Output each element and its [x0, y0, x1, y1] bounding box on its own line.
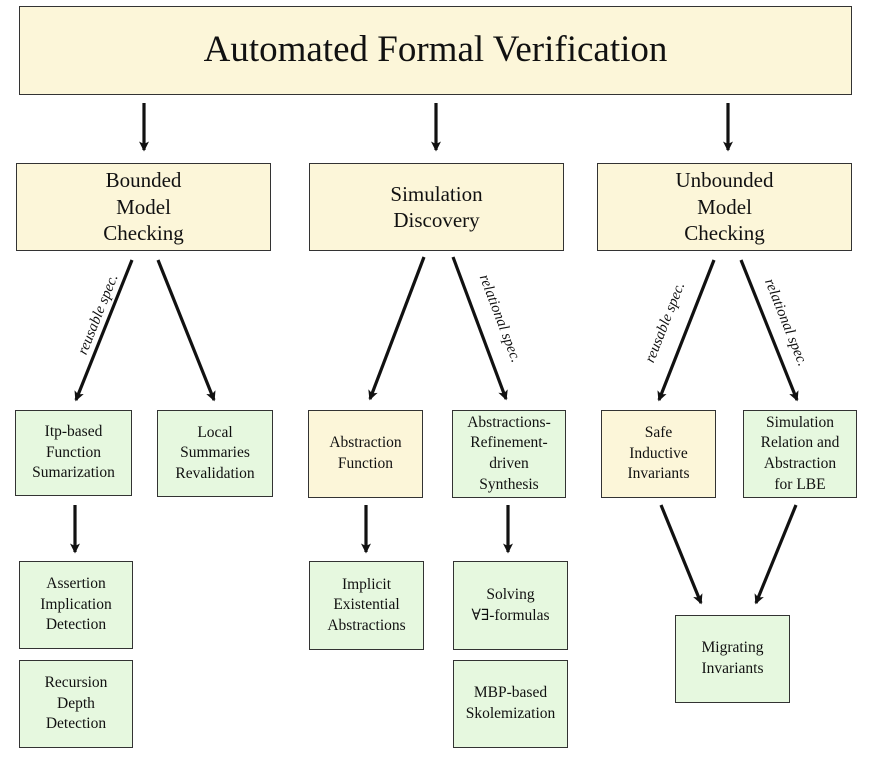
- bmc-box: Bounded Model Checking: [16, 163, 271, 251]
- absfun-box: Abstraction Function: [308, 410, 423, 498]
- assert-box: Assertion Implication Detection: [19, 561, 133, 649]
- ubmc-box: Unbounded Model Checking: [597, 163, 852, 251]
- edge-label-relational-sim: relational spec.: [476, 272, 524, 364]
- ards-label: Abstractions- Refinement- driven Synthes…: [467, 413, 551, 493]
- arrow-sim-to-ards: [451, 256, 508, 401]
- arrow-safe-to-migrating: [659, 504, 703, 605]
- migrating-box: Migrating Invariants: [675, 615, 790, 703]
- absfun-label: Abstraction Function: [329, 434, 402, 472]
- arrow-sim-to-absfun: [368, 256, 426, 401]
- implicit-box: Implicit Existential Abstractions: [309, 561, 424, 650]
- page-title: Automated Formal Verification: [203, 29, 668, 71]
- implicit-label: Implicit Existential Abstractions: [327, 575, 406, 634]
- sim-box: Simulation Discovery: [309, 163, 564, 251]
- recur-label: Recursion Depth Detection: [44, 674, 108, 733]
- ubmc-label: Unbounded Model Checking: [675, 168, 774, 246]
- migrating-label: Migrating Invariants: [701, 639, 764, 677]
- arrow-bmc-to-itp: [74, 259, 134, 402]
- bmc-label: Bounded Model Checking: [103, 168, 184, 246]
- local-label: Local Summaries Revalidation: [175, 423, 255, 482]
- simrel-label: Simulation Relation and Abstraction for …: [760, 413, 840, 493]
- safe-box: Safe Inductive Invariants: [601, 410, 716, 498]
- simrel-box: Simulation Relation and Abstraction for …: [743, 410, 857, 498]
- solving-box: Solving ∀∃-formulas: [453, 561, 568, 650]
- arrow-simrel-to-migrating: [754, 504, 798, 605]
- recur-box: Recursion Depth Detection: [19, 660, 133, 748]
- edge-label-relational-ubmc: relational spec.: [761, 276, 810, 368]
- ards-box: Abstractions- Refinement- driven Synthes…: [452, 410, 566, 498]
- edge-label-reusable-ubmc: reusable spec.: [642, 280, 688, 365]
- safe-label: Safe Inductive Invariants: [627, 424, 690, 483]
- local-box: Local Summaries Revalidation: [157, 410, 273, 497]
- arrow-bmc-to-local: [156, 259, 216, 402]
- mbp-label: MBP-based Skolemization: [465, 684, 556, 722]
- solving-label: Solving ∀∃-formulas: [471, 585, 550, 624]
- itp-label: Itp-based Function Sumarization: [32, 423, 115, 482]
- sim-label: Simulation Discovery: [390, 181, 483, 232]
- title-box: Automated Formal Verification: [19, 6, 852, 95]
- itp-box: Itp-based Function Sumarization: [15, 410, 132, 496]
- arrow-ubmc-to-simrel: [739, 259, 799, 402]
- mbp-box: MBP-based Skolemization: [453, 660, 568, 748]
- assert-label: Assertion Implication Detection: [40, 575, 112, 634]
- arrow-ubmc-to-safe: [657, 259, 716, 402]
